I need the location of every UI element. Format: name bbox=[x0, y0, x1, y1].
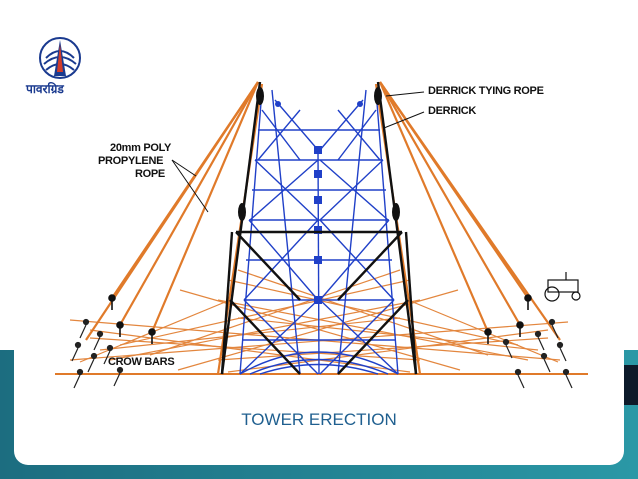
derrick-pulleys bbox=[238, 87, 400, 221]
tractor-icon bbox=[544, 272, 581, 302]
powergrid-logo-icon bbox=[39, 37, 81, 79]
crow-bars-label: CROW BARS bbox=[108, 356, 175, 368]
slide-caption: TOWER ERECTION bbox=[241, 410, 397, 429]
poly-rope-label-line2: PROPYLENE bbox=[98, 155, 164, 167]
label-leaders bbox=[171, 91, 425, 213]
poly-rope-label-line3: ROPE bbox=[135, 168, 165, 180]
derrick-tying-rope-label: DERRICK TYING ROPE bbox=[428, 85, 544, 97]
workers-right bbox=[502, 318, 573, 389]
workers-left bbox=[71, 318, 124, 389]
poly-rope-label-line1: 20mm POLY bbox=[110, 142, 172, 154]
derrick-poles bbox=[220, 81, 418, 375]
tower-joints bbox=[275, 101, 363, 304]
logo-text: पावरग्रिड bbox=[26, 82, 64, 96]
lift-ropes bbox=[69, 269, 569, 373]
anchor-stakes bbox=[108, 294, 532, 344]
derrick-label: DERRICK bbox=[428, 105, 477, 117]
